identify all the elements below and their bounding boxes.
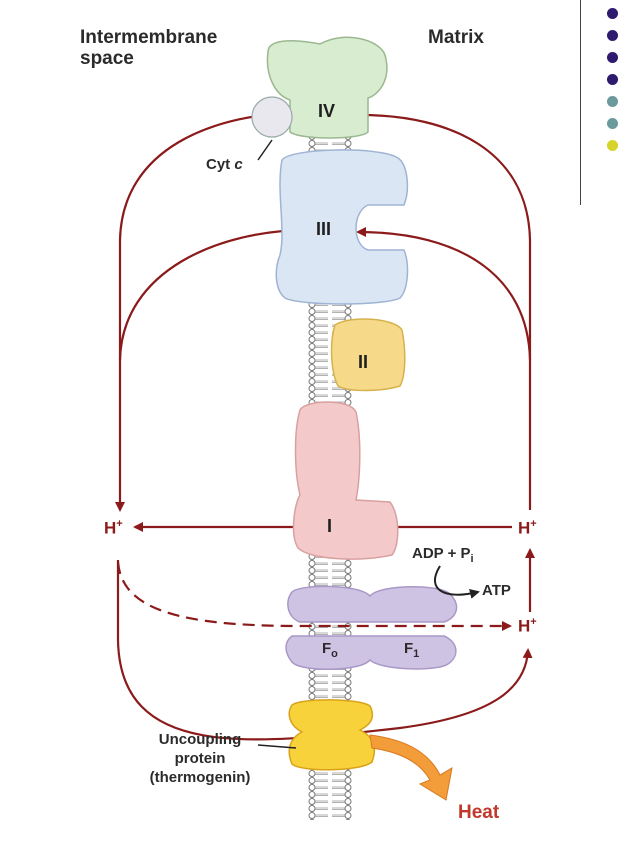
cyt-c-label: Cyt c [206, 156, 243, 173]
cyt-c-shape [251, 96, 293, 138]
bullet-dot [607, 140, 618, 151]
complex-i-shape [292, 401, 399, 560]
complex-ii-label: II [358, 352, 369, 372]
h-plus-right-bottom: H+ [518, 616, 537, 636]
uncoupling-protein-label: Uncoupling protein (thermogenin) [149, 731, 251, 786]
heat-label: Heat [458, 802, 500, 823]
bullet-dot [607, 74, 618, 85]
uncoupling-protein-shape [288, 699, 376, 771]
heat-arrow [369, 734, 453, 801]
complex-iv-shape [266, 36, 388, 139]
arrow-iii-left [118, 228, 309, 361]
adp-pi-label: ADP + Pi [412, 545, 474, 565]
arrow-matrix-to-iv [358, 110, 532, 510]
atp-label: ATP [482, 582, 511, 599]
complex-iii-label: III [316, 219, 332, 239]
matrix-label: Matrix [428, 27, 484, 48]
bullet-dot [607, 8, 618, 19]
bullet-dot [607, 30, 618, 41]
uncoupling-pointer [257, 744, 297, 749]
h-plus-left: H+ [104, 518, 123, 538]
f1-label: F1 [404, 640, 420, 660]
atp-synthase-shape [285, 585, 458, 670]
bullet-dot [607, 118, 618, 129]
arrow-fo-dashed [116, 561, 512, 631]
arrow-matrix-to-iii [356, 227, 532, 361]
complex-iv-label: IV [318, 101, 336, 121]
complex-i-label: I [327, 516, 333, 536]
adp-atp-curve-arrow [434, 565, 480, 599]
fo-label: Fo [322, 640, 338, 660]
intermembrane-space-label: Intermembrane space [80, 27, 218, 69]
bullet-dot [607, 52, 618, 63]
bullet-dot [607, 96, 618, 107]
side-bullet-panel [580, 0, 630, 205]
cyt-c-pointer [257, 139, 273, 161]
complex-iii-shape [275, 149, 409, 305]
complex-ii-shape [330, 318, 406, 392]
h-plus-right-top: H+ [518, 518, 537, 538]
